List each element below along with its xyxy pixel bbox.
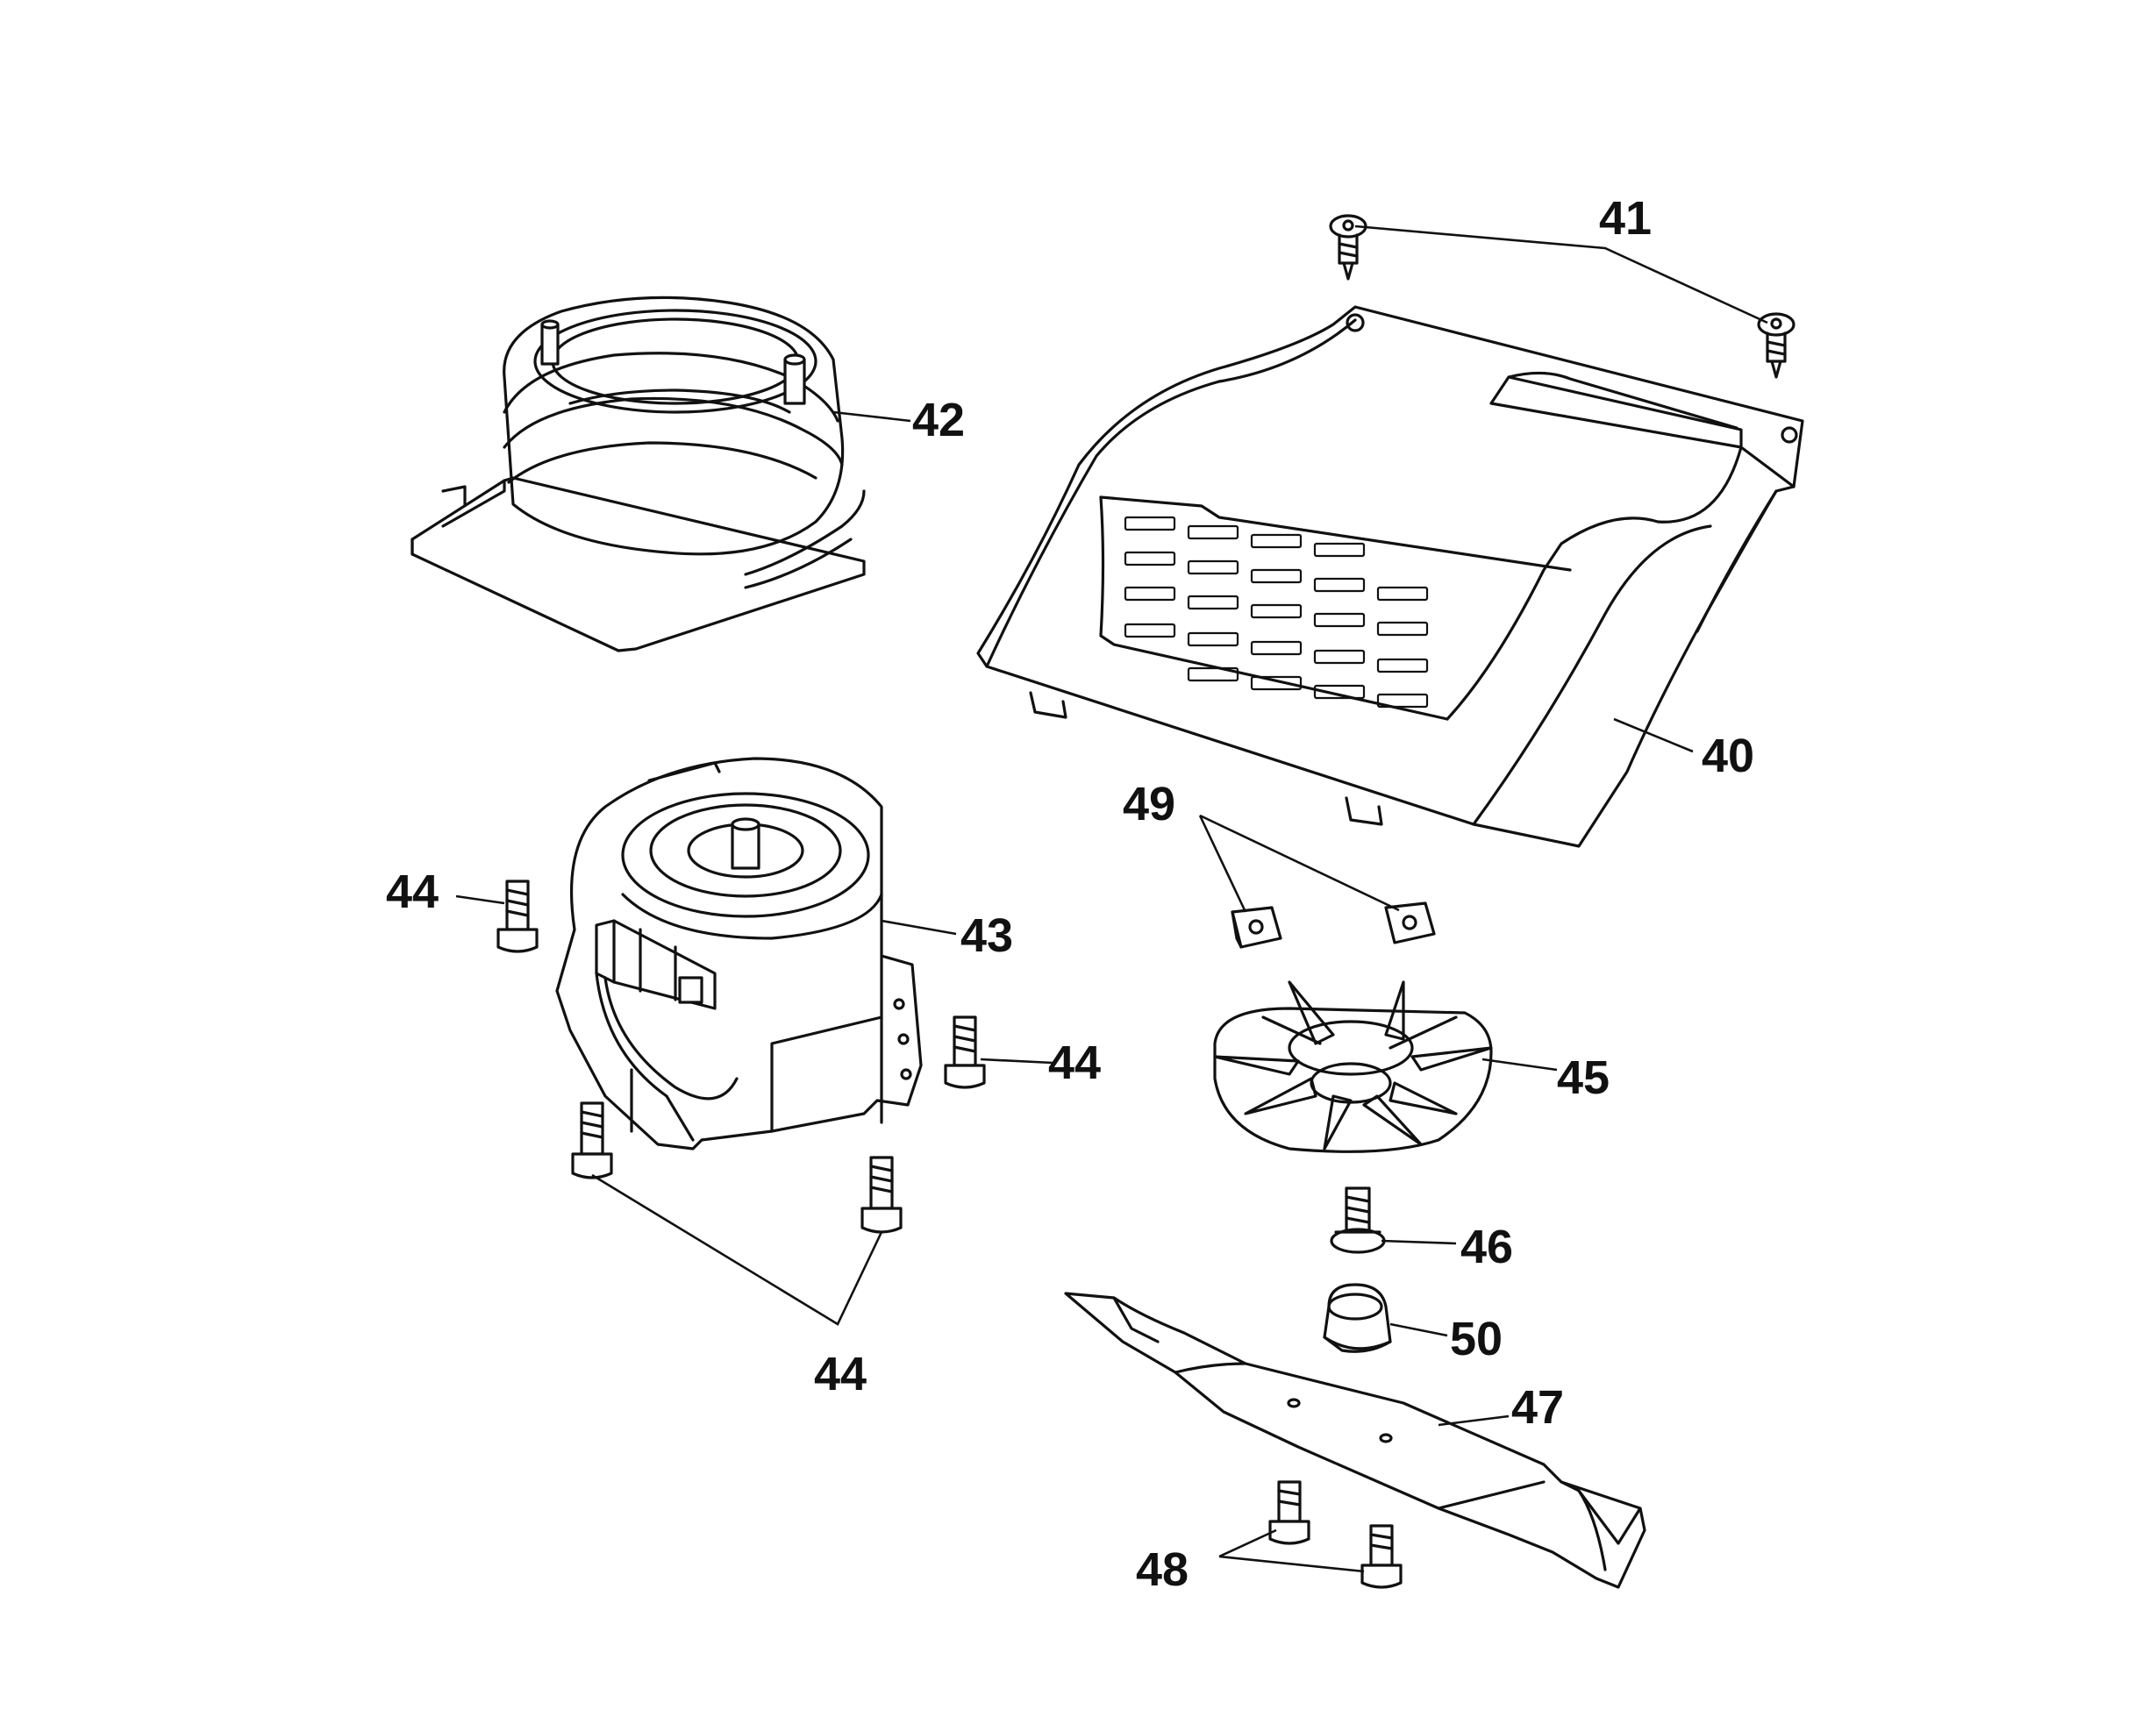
callout-48: 48 [1136,1543,1189,1596]
callout-44-right: 44 [1048,1037,1102,1089]
callout-44-bottom: 44 [814,1348,867,1400]
leader-lines [455,224,1768,1573]
callout-44-left: 44 [386,866,439,918]
callout-40: 40 [1702,730,1755,782]
part-44-bolts [496,880,986,1234]
callout-45: 45 [1557,1051,1610,1104]
part-40-cover [976,305,1804,848]
callout-42: 42 [912,394,966,446]
part-43-motor [555,757,923,1151]
callout-50: 50 [1450,1313,1503,1365]
callout-41: 41 [1599,192,1653,245]
callout-43: 43 [960,909,1014,962]
part-41-screws [1329,214,1795,379]
callout-46: 46 [1460,1221,1514,1273]
callout-47: 47 [1511,1381,1565,1434]
part-47-blade [1064,1292,1646,1589]
part-48-bolts [1268,1480,1403,1589]
part-49-nuts [1231,901,1436,949]
callout-49: 49 [1123,778,1176,830]
part-50-adapter [1323,1283,1392,1353]
part-45-fan [1213,980,1493,1153]
part-42-housing [410,296,866,652]
part-46-bolt [1330,1186,1386,1254]
